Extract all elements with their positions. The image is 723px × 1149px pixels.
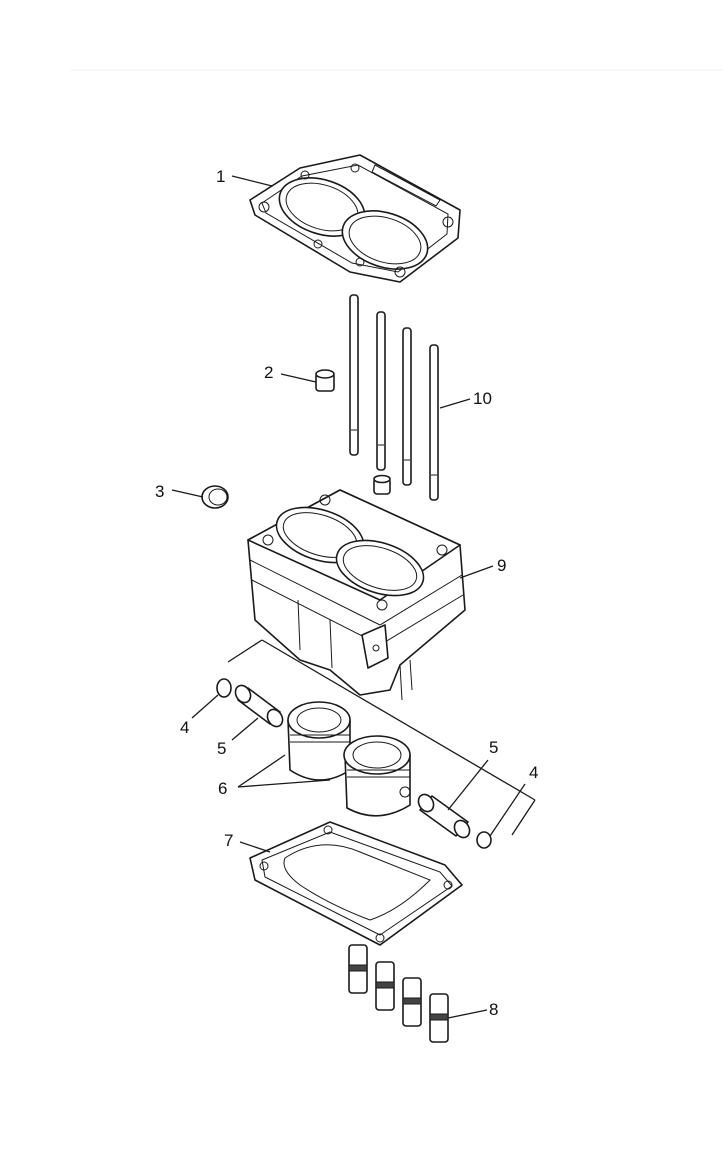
callout-4-right: 4 bbox=[529, 763, 538, 782]
callout-5-right: 5 bbox=[489, 738, 498, 757]
part-8-bushings bbox=[348, 944, 449, 1043]
leader-lines bbox=[171, 175, 526, 1019]
callout-10: 10 bbox=[473, 389, 492, 408]
part-10-cylinder-studs bbox=[349, 294, 439, 501]
callout-2: 2 bbox=[264, 363, 273, 382]
callout-8: 8 bbox=[489, 1000, 498, 1019]
callout-9: 9 bbox=[497, 556, 506, 575]
callout-4-left: 4 bbox=[180, 718, 189, 737]
callout-6: 6 bbox=[218, 779, 227, 798]
part-6-pistons bbox=[287, 701, 411, 817]
part-7-base-gasket bbox=[249, 821, 463, 946]
piston-group-bracket bbox=[227, 639, 536, 836]
part-4-circlip-left bbox=[216, 678, 232, 698]
dowel-pin-on-cylinder bbox=[373, 474, 391, 495]
part-4-circlip-right bbox=[476, 831, 492, 849]
part-2-dowel-pin bbox=[315, 369, 335, 392]
part-5-piston-pin-left bbox=[234, 684, 284, 728]
callout-1: 1 bbox=[216, 167, 225, 186]
part-3-plug bbox=[201, 485, 229, 509]
callout-labels: 1 2 3 4 5 6 5 4 7 8 9 10 bbox=[155, 167, 538, 1019]
callout-3: 3 bbox=[155, 482, 164, 501]
part-1-head-gasket bbox=[249, 154, 461, 283]
part-9-cylinder-block bbox=[247, 489, 466, 701]
callout-7: 7 bbox=[224, 831, 233, 850]
callout-5-left: 5 bbox=[217, 739, 226, 758]
part-5-piston-pin-right bbox=[417, 793, 471, 839]
